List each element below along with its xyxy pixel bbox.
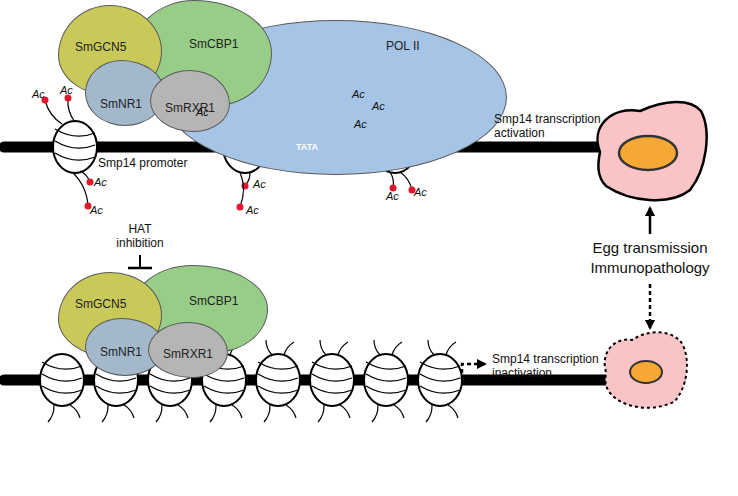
inhibition-bar — [128, 267, 152, 270]
acetyl-label: Ac — [94, 176, 107, 188]
acetyl-label: Ac — [372, 100, 385, 112]
histone-tail — [338, 342, 348, 355]
healthy-cell — [598, 102, 707, 200]
promoter-label: Smp14 promoter — [98, 156, 187, 170]
acetyl-label: Ac — [352, 88, 365, 100]
histone-tail — [68, 98, 75, 122]
acetyl-label: Ac — [196, 106, 209, 118]
histone-tail — [284, 342, 294, 355]
node-label: SmGCN5 — [75, 297, 126, 311]
down-arrow-dashed — [649, 284, 652, 328]
inactivation-label: Smp14 transcription inactivation — [492, 352, 612, 380]
histone-tail — [286, 405, 296, 418]
histone-tail — [372, 405, 378, 422]
tata-box: TATA — [296, 142, 318, 152]
phenotype-label: Egg transmission Immunopathology — [572, 238, 728, 278]
histone-tail — [210, 405, 216, 422]
histone-tail — [48, 405, 54, 422]
acetyl-dot — [87, 179, 94, 186]
histone-tail — [428, 340, 434, 355]
nucleus — [619, 136, 677, 170]
histone-tail — [232, 405, 242, 418]
activation-label: Smp14 transcription activation — [494, 112, 614, 140]
histone-tail — [340, 405, 350, 418]
damaged-cell — [605, 332, 687, 407]
acetyl-label: Ac — [414, 186, 427, 198]
histone-tail — [240, 172, 244, 207]
acetyl-label: Ac — [386, 190, 399, 202]
dna-strand — [4, 147, 680, 380]
acetyl-label: Ac — [60, 84, 73, 96]
nucleus-small — [630, 361, 662, 383]
node-label: SmGCN5 — [75, 40, 126, 54]
histone-tail — [178, 405, 188, 418]
up-arrow — [649, 208, 652, 234]
inhibition-stem — [139, 255, 141, 268]
histone-tail — [448, 405, 458, 418]
node-label: SmNR1 — [100, 345, 142, 359]
receptor-blob: SmRXR1 — [148, 322, 228, 378]
histone-tail — [392, 342, 402, 355]
node-label: POL II — [386, 39, 420, 53]
histone-tail — [320, 340, 326, 355]
histone-tail — [318, 405, 324, 422]
nucleosome — [418, 354, 462, 406]
histone-tail — [156, 405, 162, 422]
histone-tail — [446, 342, 456, 355]
inhibition-label: HAT inhibition — [105, 222, 175, 250]
histone-tail — [72, 172, 88, 206]
histone-tail — [124, 405, 134, 418]
nucleosome — [53, 121, 97, 173]
acetyl-label: Ac — [253, 178, 266, 190]
histone-tail — [426, 405, 432, 422]
receptor-blob: SmRXR1 — [150, 70, 230, 132]
node-label: SmRXR1 — [163, 347, 213, 361]
acetyl-label: Ac — [246, 204, 259, 216]
nucleosome — [40, 354, 84, 406]
node-label: SmCBP1 — [189, 294, 238, 308]
acetyl-label: Ac — [90, 204, 103, 216]
nucleosome — [256, 354, 300, 406]
tss-arrow-dashed — [462, 364, 485, 380]
acetyl-dot — [237, 204, 244, 211]
nucleosome — [364, 354, 408, 406]
nucleosome — [310, 354, 354, 406]
histone-tail — [70, 405, 80, 418]
histone-tail — [102, 405, 108, 422]
histone-tail — [264, 405, 270, 422]
histone-tail — [374, 340, 380, 355]
histone-tail — [266, 340, 272, 355]
acetyl-label: Ac — [32, 88, 45, 100]
node-label: SmCBP1 — [189, 37, 238, 51]
histone-tail — [45, 100, 62, 124]
node-label: SmNR1 — [100, 97, 142, 111]
acetyl-label: Ac — [354, 118, 367, 130]
histone-tail — [394, 405, 404, 418]
